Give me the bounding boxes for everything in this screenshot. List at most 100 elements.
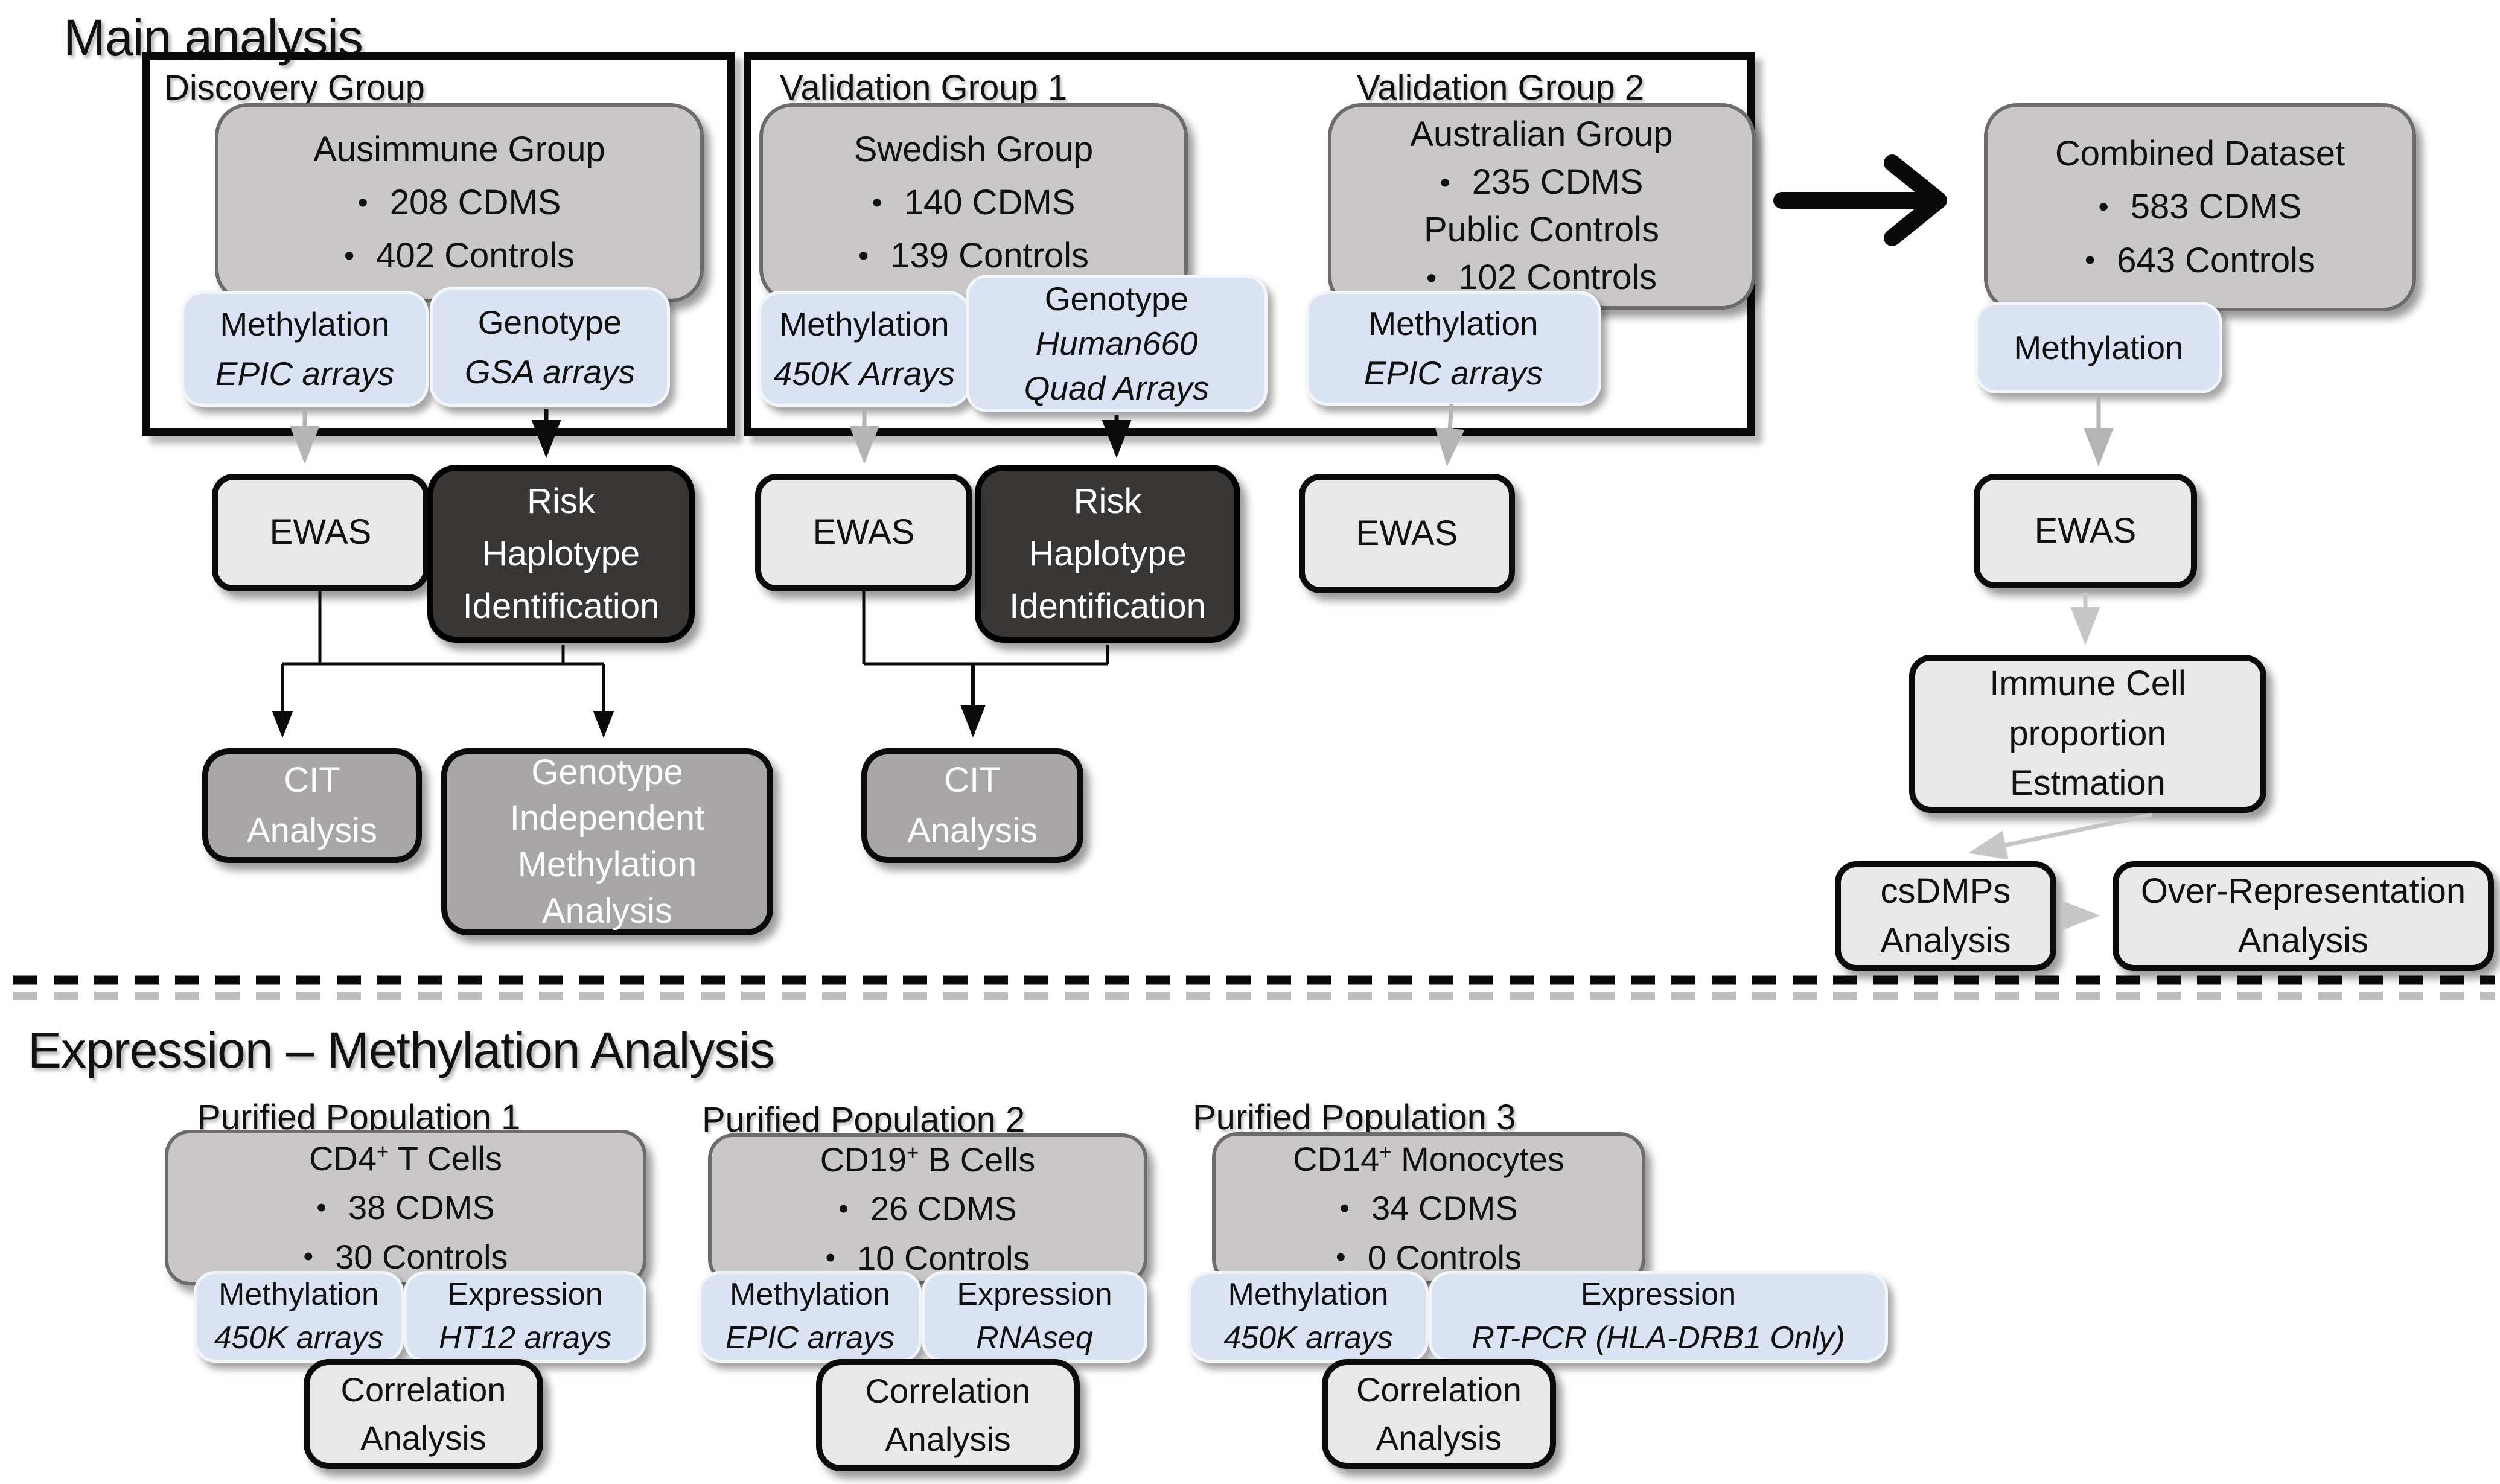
assay-platform: 450K Arrays: [773, 355, 955, 392]
assay-type: Expression: [447, 1277, 603, 1313]
cohort-bullet: •140 CDMS: [872, 182, 1076, 222]
pop3-methylation-box: Methylation 450K arrays: [1188, 1271, 1429, 1363]
validation-group1-label: Validation Group 1: [780, 68, 1068, 107]
immune-line: Estmation: [2010, 763, 2166, 803]
assay-type: Methylation: [779, 305, 949, 343]
correlation-line: Analysis: [885, 1420, 1011, 1458]
cd14-monocytes-box: CD14+ Monocytes •34 CDMS •0 Controls: [1212, 1132, 1645, 1284]
csdmps-analysis-box: csDMPs Analysis: [1835, 861, 2056, 971]
discovery-group-frame: [142, 52, 735, 436]
validation1-methylation-box: Methylation 450K Arrays: [758, 291, 971, 407]
assay-platform: EPIC arrays: [215, 355, 395, 392]
risk-line: Haplotype: [482, 534, 640, 573]
cohort-bullet: •139 Controls: [858, 236, 1089, 276]
assay-platform: EPIC arrays: [725, 1320, 895, 1355]
cell-title: CD19+ B Cells: [820, 1141, 1036, 1179]
ewas-label: EWAS: [2034, 511, 2137, 550]
validation1-cit-analysis-box: CIT Analysis: [861, 748, 1083, 863]
australian-cohort-box: Australian Group •235 CDMS Public Contro…: [1328, 103, 1755, 310]
discovery-risk-haplotype-box: Risk Haplotype Identification: [427, 465, 695, 643]
validation1-ewas-box: EWAS: [755, 474, 972, 591]
cell-bullet: •34 CDMS: [1339, 1189, 1518, 1228]
cd4-tcells-box: CD4+ T Cells •38 CDMS •30 Controls: [165, 1130, 646, 1285]
pop2-correlation-box: Correlation Analysis: [816, 1359, 1080, 1471]
ewas-label: EWAS: [812, 512, 915, 552]
correlation-line: Correlation: [865, 1372, 1031, 1410]
cohort-title: Ausimmune Group: [313, 129, 605, 169]
correlation-line: Analysis: [360, 1419, 486, 1457]
cohort-line: Public Controls: [1423, 210, 1660, 249]
discovery-genotype-box: Genotype GSA arrays: [430, 287, 670, 407]
pop1-correlation-box: Correlation Analysis: [304, 1359, 543, 1469]
cohort-bullet: •235 CDMS: [1440, 162, 1644, 202]
csdmps-line: Analysis: [1880, 921, 2011, 960]
validation-group2-label: Validation Group 2: [1357, 68, 1645, 107]
assay-platform: 450K arrays: [214, 1320, 384, 1355]
cohort-bullet: •208 CDMS: [357, 182, 561, 222]
pop1-methylation-box: Methylation 450K arrays: [194, 1271, 404, 1363]
risk-line: Risk: [527, 482, 595, 521]
immune-line: proportion: [2009, 713, 2167, 753]
validation2-ewas-box: EWAS: [1299, 474, 1515, 593]
assay-platform: 450K arrays: [1223, 1320, 1393, 1355]
pop2-methylation-box: Methylation EPIC arrays: [698, 1271, 922, 1363]
assay-type: Expression: [1580, 1277, 1736, 1313]
assay-type: Methylation: [730, 1277, 890, 1313]
assay-type: Methylation: [220, 305, 390, 343]
ewas-label: EWAS: [269, 512, 372, 552]
purified-population2-label: Purified Population 2: [702, 1100, 1025, 1139]
risk-line: Haplotype: [1028, 534, 1187, 573]
cell-title: CD14+ Monocytes: [1293, 1140, 1564, 1179]
ewas-label: EWAS: [1356, 513, 1458, 553]
discovery-cit-analysis-box: CIT Analysis: [202, 748, 422, 863]
correlation-line: Correlation: [1356, 1371, 1522, 1409]
discovery-ewas-box: EWAS: [212, 474, 429, 591]
cd19-bcells-box: CD19+ B Cells •26 CDMS •10 Controls: [708, 1133, 1147, 1284]
discovery-methylation-box: Methylation EPIC arrays: [181, 291, 429, 407]
cell-bullet: •0 Controls: [1336, 1238, 1522, 1276]
risk-line: Identification: [462, 587, 660, 626]
over-representation-analysis-box: Over-Representation Analysis: [2113, 861, 2494, 971]
cohort-bullet: •402 Controls: [343, 236, 575, 276]
correlation-line: Analysis: [1376, 1419, 1502, 1457]
combined-dataset-box: Combined Dataset •583 CDMS •643 Controls: [1984, 103, 2416, 311]
assay-type: Genotype: [1044, 279, 1189, 317]
combined-methylation-box: Methylation: [1975, 302, 2222, 393]
cell-bullet: •10 Controls: [825, 1238, 1030, 1277]
pop3-correlation-box: Correlation Analysis: [1322, 1359, 1556, 1469]
validation2-methylation-box: Methylation EPIC arrays: [1306, 291, 1601, 406]
gima-line: Methylation: [517, 845, 697, 884]
gima-line: Analysis: [542, 891, 672, 931]
immune-line: Immune Cell: [1989, 664, 2186, 704]
pop3-expression-box: Expression RT-PCR (HLA-DRB1 Only): [1429, 1271, 1888, 1363]
section-divider-dashed-line: [13, 975, 2495, 1000]
assay-platform: GSA arrays: [464, 353, 636, 390]
swedish-cohort-box: Swedish Group •140 CDMS •139 Controls: [759, 103, 1188, 302]
validation-groups-frame: [744, 52, 1755, 436]
cell-bullet: •38 CDMS: [316, 1188, 495, 1227]
genotype-independent-methylation-box: Genotype Independent Methylation Analysi…: [441, 748, 773, 935]
ausimmune-cohort-box: Ausimmune Group •208 CDMS •402 Controls: [215, 103, 704, 302]
cell-bullet: •30 Controls: [303, 1237, 508, 1276]
pop1-expression-box: Expression HT12 arrays: [404, 1271, 646, 1363]
cell-title: CD4+ T Cells: [308, 1139, 503, 1178]
correlation-line: Correlation: [340, 1371, 506, 1409]
csdmps-line: csDMPs: [1880, 871, 2011, 911]
cohort-title: Swedish Group: [853, 129, 1094, 169]
immune-cell-proportion-box: Immune Cell proportion Estmation: [1909, 655, 2266, 813]
overrep-line: Analysis: [2238, 921, 2368, 960]
cit-line: CIT: [284, 760, 340, 800]
assay-platform: Quad Arrays: [1024, 369, 1210, 407]
assay-platform: HT12 arrays: [438, 1320, 612, 1355]
pop2-expression-box: Expression RNAseq: [922, 1271, 1147, 1363]
risk-line: Risk: [1073, 482, 1142, 521]
assay-type: Methylation: [1228, 1277, 1389, 1313]
cit-line: Analysis: [907, 811, 1038, 850]
assay-type: Expression: [957, 1277, 1112, 1313]
cohort-bullet: •102 Controls: [1426, 257, 1657, 297]
cit-line: Analysis: [247, 811, 377, 850]
cohort-title: Australian Group: [1410, 115, 1673, 154]
risk-line: Identification: [1009, 587, 1206, 626]
cell-bullet: •26 CDMS: [838, 1189, 1017, 1228]
